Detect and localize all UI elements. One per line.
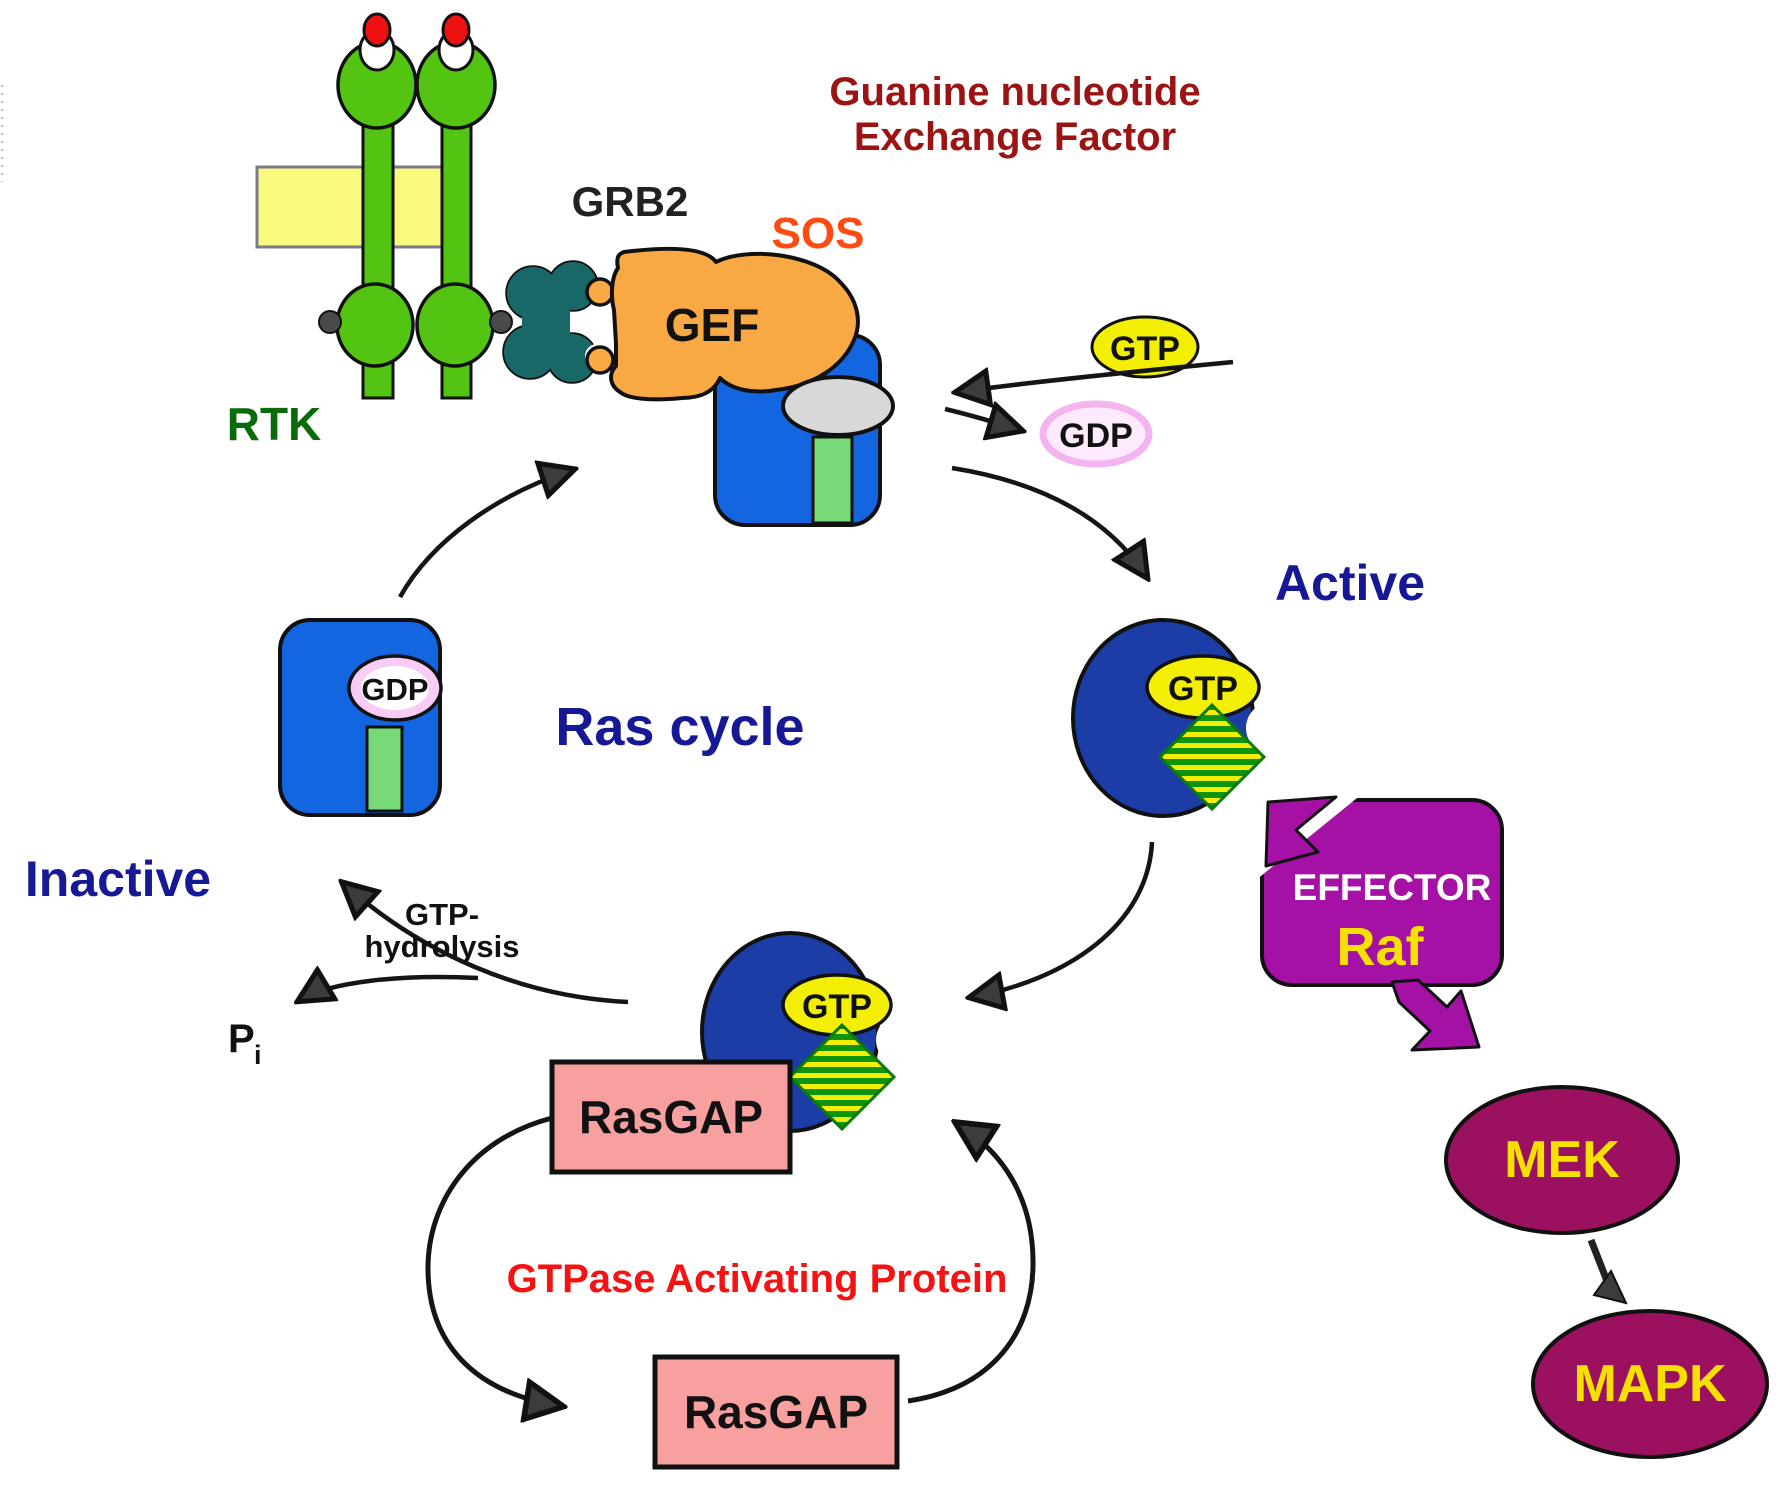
ligand-left: [362, 12, 392, 48]
gtp-active-label: GTP: [1168, 670, 1238, 708]
arrow-gap-loop-left: [425, 1115, 560, 1406]
guanine-exchange-factor-label2: Exchange Factor: [854, 115, 1176, 159]
effector-body: [1260, 798, 1504, 987]
gtp-wedge-complex: [787, 1022, 897, 1132]
gef-label: GEF: [665, 299, 760, 351]
gef-sos-protein: [609, 246, 860, 402]
effector-notch-point: [1264, 795, 1338, 868]
arrow-exchange-to-active: [951, 465, 1146, 576]
gdp-free-oval: [1039, 400, 1153, 468]
rasgap-box-free: [652, 1354, 900, 1470]
arrow-gdp-out: [944, 409, 1020, 430]
gap-protein-label: GTPase Activating Protein: [507, 1257, 1008, 1301]
arrow-inactive-to-gef: [398, 470, 572, 599]
mapk-node: [1531, 1309, 1769, 1459]
sos-label: SOS: [772, 209, 865, 258]
rasgap-bound-label: RasGAP: [579, 1091, 763, 1143]
phosphate-dot-right: [489, 310, 513, 334]
arrow-mek-to-mapk-head: [1592, 1269, 1628, 1305]
rtk-kinase-domain-left: [335, 282, 415, 368]
gef-tab-upper: [585, 277, 615, 307]
grb2-core: [522, 300, 570, 346]
arrow-active-to-gap-complex: [972, 841, 1155, 997]
rasgap-box-bound: [549, 1059, 793, 1175]
arrow-hydrolysis-to-inactive: [344, 884, 629, 1005]
gtp-hydrolysis-label2: hydrolysis: [364, 929, 519, 964]
gdp-bound-inner: [361, 666, 429, 710]
gtp-hydrolysis-label: GTP-: [405, 897, 479, 932]
grb2-lobe-fill: [549, 262, 597, 310]
ras-cycle-title: Ras cycle: [555, 697, 804, 757]
inactive-label: Inactive: [25, 851, 211, 907]
arrow-mek-to-mapk-shaft: [1587, 1238, 1611, 1283]
grb2-protein: [502, 260, 610, 384]
grb2-notch: [577, 310, 603, 336]
mapk-label: MAPK: [1573, 1355, 1727, 1413]
raf-label: Raf: [1336, 917, 1424, 977]
gef-tab-lower: [585, 345, 615, 375]
effector-output-arrow: [1390, 978, 1481, 1052]
arrow-gap-loop-right: [907, 1124, 1036, 1404]
arrow-pi-release: [300, 977, 479, 1000]
gtp-complex-label: GTP: [802, 988, 872, 1026]
ligand-right: [441, 12, 471, 48]
mek-label: MEK: [1504, 1131, 1620, 1189]
ras-slot-green-bar: [811, 435, 854, 525]
effector-label: EFFECTOR: [1293, 867, 1492, 908]
active-label: Active: [1275, 555, 1425, 611]
gdp-bound-label: GDP: [361, 672, 428, 707]
complex-notch: [876, 1014, 928, 1066]
pi-subscript: i: [254, 1040, 262, 1070]
rasgap-free-label: RasGAP: [684, 1386, 868, 1438]
pi-label: P: [228, 1017, 255, 1061]
gtp-free-label: GTP: [1110, 330, 1180, 368]
active-notch: [1246, 702, 1298, 754]
grb2-label: GRB2: [572, 178, 689, 225]
mek-node: [1444, 1085, 1680, 1235]
gtp-free-oval: [1090, 315, 1200, 379]
ras-inactive-slot-bar: [365, 725, 404, 813]
gtp-wedge-active: [1157, 702, 1267, 812]
empty-nucleotide-slot: [781, 375, 895, 437]
gdp-free-label: GDP: [1059, 417, 1133, 455]
guanine-exchange-factor-label: Guanine nucleotide: [829, 70, 1200, 114]
phosphate-dot-left: [318, 310, 342, 334]
arrow-gtp-in: [958, 359, 1234, 392]
rtk-label: RTK: [227, 398, 322, 450]
rtk-kinase-domain-right: [415, 282, 495, 368]
